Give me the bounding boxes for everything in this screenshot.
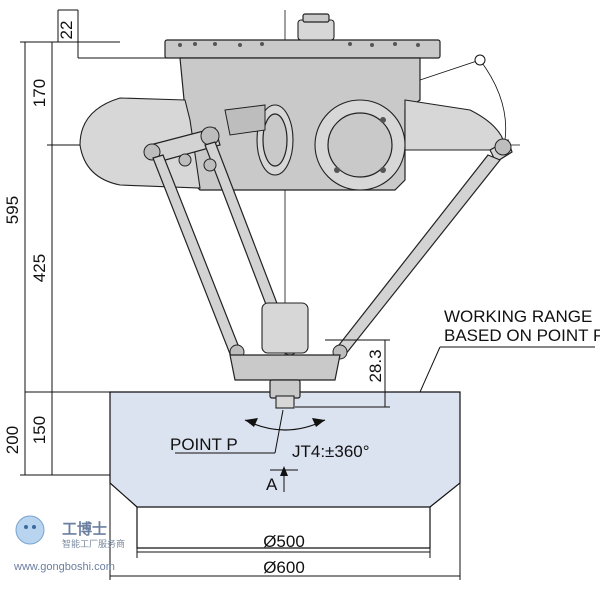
watermark: 工博士 智能工厂服务商 www.gongboshi.com [13, 515, 125, 573]
watermark-brand: 工博士 [62, 520, 107, 538]
robot-arms [143, 126, 513, 360]
view-a-arrow [270, 466, 298, 492]
dim-500: Ø500 [263, 532, 305, 551]
dim-170: 170 [30, 79, 49, 107]
view-a-label: A [266, 475, 278, 494]
working-range-bottom [136, 507, 431, 549]
working-range-label-2: BASED ON POINT P [444, 326, 600, 345]
dim-28-3: 28.3 [366, 349, 385, 382]
bottom-dimension-lines [109, 483, 461, 580]
working-range-envelope [109, 391, 461, 508]
watermark-sub: 智能工厂服务商 [62, 538, 125, 549]
dim-200: 200 [3, 426, 22, 454]
dim-425: 425 [30, 254, 49, 282]
end-effector [229, 302, 341, 409]
robot-base-housing [79, 13, 507, 191]
mascot-icon [15, 515, 45, 545]
dim-600: Ø600 [263, 558, 305, 577]
point-p-label: POINT P [170, 435, 238, 454]
working-range-label-1: WORKING RANGE [444, 307, 592, 326]
jt4-label: JT4:±360° [292, 442, 370, 461]
left-dimension-lines [20, 9, 170, 476]
jt4-rotation-arrow [244, 418, 326, 431]
watermark-url: www.gongboshi.com [13, 561, 115, 573]
offset-dimension [295, 339, 390, 408]
dim-150: 150 [30, 416, 49, 444]
dim-595: 595 [3, 196, 22, 224]
dim-22: 22 [57, 21, 76, 40]
